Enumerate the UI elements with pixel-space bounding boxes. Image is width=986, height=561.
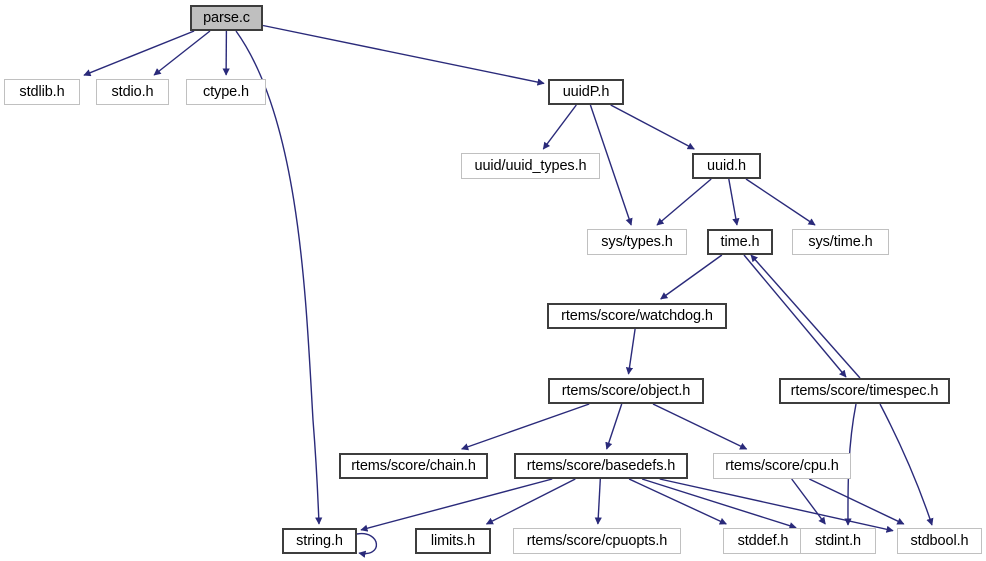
graph-node-label: stddef.h <box>737 532 789 549</box>
graph-node-label: ctype.h <box>202 83 250 100</box>
graph-node-label: rtems/score/timespec.h <box>790 382 939 399</box>
graph-edge-basedefs-h-to-stdint-h <box>641 478 797 530</box>
graph-node-stdio-h[interactable]: stdio.h <box>96 79 169 105</box>
graph-edge-parse-c-to-uuidP-h <box>262 24 545 86</box>
graph-node-label: string.h <box>296 532 343 549</box>
graph-node-label: stdlib.h <box>19 83 65 100</box>
graph-node-label: stdint.h <box>815 532 861 549</box>
graph-edge-timespec-h-to-stdbool-h <box>879 403 934 526</box>
graph-node-stddef-h[interactable]: stddef.h <box>723 528 803 554</box>
graph-node-timespec-h[interactable]: rtems/score/timespec.h <box>779 378 950 404</box>
graph-node-label: rtems/score/object.h <box>561 382 691 399</box>
graph-node-label: uuid.h <box>707 157 746 174</box>
graph-node-label: rtems/score/cpuopts.h <box>526 532 668 549</box>
graph-node-sys-types-h[interactable]: sys/types.h <box>587 229 687 255</box>
graph-edge-object-h-to-basedefs-h <box>605 403 623 450</box>
graph-edge-parse-c-to-stdlib-h <box>83 30 195 77</box>
graph-node-label: uuid/uuid_types.h <box>474 157 587 174</box>
graph-node-chain-h[interactable]: rtems/score/chain.h <box>339 453 488 479</box>
graph-node-label: rtems/score/basedefs.h <box>526 457 676 474</box>
graph-edge-string-h-to-string-h <box>356 533 378 558</box>
graph-edge-time-h-to-timespec-h <box>743 254 847 378</box>
graph-node-uuid-h[interactable]: uuid.h <box>692 153 761 179</box>
graph-node-label: limits.h <box>430 532 476 549</box>
graph-edge-uuidP-h-to-uuid-h <box>610 104 695 150</box>
graph-node-cpu-h[interactable]: rtems/score/cpu.h <box>713 453 851 479</box>
graph-edge-cpu-h-to-stdbool-h <box>808 478 905 525</box>
graph-node-ctype-h[interactable]: ctype.h <box>186 79 266 105</box>
graph-node-label: rtems/score/cpu.h <box>725 457 839 474</box>
graph-node-label: parse.c <box>203 9 250 26</box>
graph-node-sys-time-h[interactable]: sys/time.h <box>792 229 889 255</box>
graph-node-label: sys/time.h <box>808 233 873 250</box>
graph-node-cpuopts-h[interactable]: rtems/score/cpuopts.h <box>513 528 681 554</box>
graph-edge-uuid-h-to-sys-time-h <box>745 178 816 226</box>
graph-edge-object-h-to-cpu-h <box>652 403 748 450</box>
graph-node-label: rtems/score/chain.h <box>351 457 476 474</box>
graph-node-stdbool-h[interactable]: stdbool.h <box>897 528 982 554</box>
graph-node-uuidP-h[interactable]: uuidP.h <box>548 79 624 105</box>
graph-node-limits-h[interactable]: limits.h <box>415 528 491 554</box>
graph-node-label: stdio.h <box>111 83 154 100</box>
graph-edge-basedefs-h-to-cpuopts-h <box>594 478 602 525</box>
graph-node-parse-c[interactable]: parse.c <box>190 5 263 31</box>
graph-edge-uuid-h-to-sys-types-h <box>656 178 712 226</box>
graph-node-stdint-h[interactable]: stdint.h <box>800 528 876 554</box>
graph-node-watchdog-h[interactable]: rtems/score/watchdog.h <box>547 303 727 329</box>
graph-edge-cpu-h-to-stdint-h <box>791 478 826 525</box>
graph-edge-basedefs-h-to-stdbool-h <box>659 478 894 533</box>
graph-node-label: uuidP.h <box>562 83 610 100</box>
graph-edge-object-h-to-chain-h <box>461 403 590 451</box>
graph-edge-uuid-h-to-time-h <box>728 178 740 226</box>
graph-edge-basedefs-h-to-limits-h <box>485 478 576 525</box>
graph-node-time-h[interactable]: time.h <box>707 229 773 255</box>
graph-node-string-h[interactable]: string.h <box>282 528 357 554</box>
graph-edge-uuidP-h-to-uuid-types-h <box>542 104 577 150</box>
graph-node-uuid-types-h[interactable]: uuid/uuid_types.h <box>461 153 600 179</box>
graph-node-label: sys/types.h <box>601 233 673 250</box>
graph-edge-basedefs-h-to-string-h <box>360 478 553 532</box>
graph-edge-parse-c-to-stdio-h <box>153 30 211 76</box>
graph-node-label: rtems/score/watchdog.h <box>561 307 713 324</box>
graph-edge-timespec-h-to-time-h <box>750 254 861 379</box>
graph-edge-time-h-to-watchdog-h <box>660 254 723 300</box>
graph-edge-watchdog-h-to-object-h <box>625 328 636 375</box>
graph-node-object-h[interactable]: rtems/score/object.h <box>548 378 704 404</box>
graph-node-label: time.h <box>720 233 760 250</box>
graph-edge-basedefs-h-to-stddef-h <box>628 478 727 525</box>
graph-node-basedefs-h[interactable]: rtems/score/basedefs.h <box>514 453 688 479</box>
graph-node-label: stdbool.h <box>910 532 969 549</box>
graph-node-stdlib-h[interactable]: stdlib.h <box>4 79 80 105</box>
